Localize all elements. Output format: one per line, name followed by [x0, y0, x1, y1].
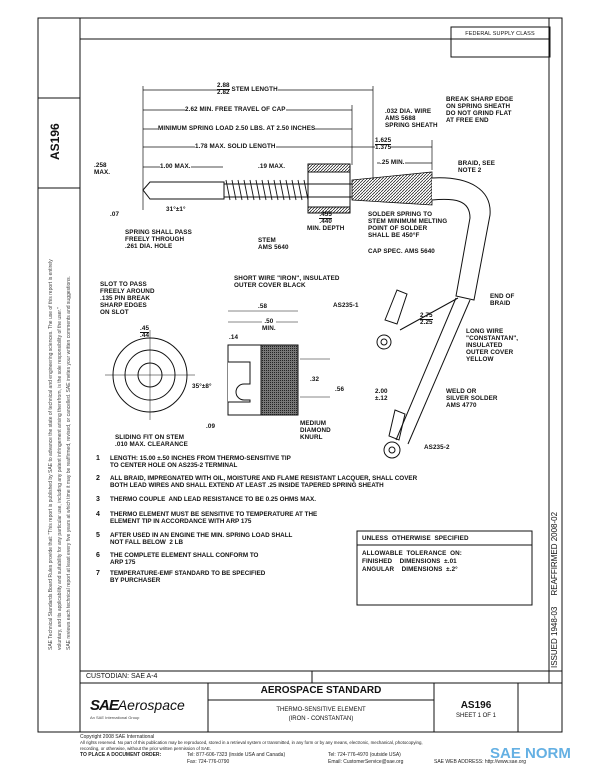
end-braid-callout: END OF BRAID: [490, 293, 515, 307]
rights-text: recording, or otherwise, without the pri…: [80, 746, 212, 751]
cap-56-dim: .56: [335, 386, 345, 393]
disclaimer-line: voluntary, and its applicability and sui…: [57, 307, 63, 650]
as235-2-callout: AS235-2: [424, 444, 450, 451]
cap-angle-dim: 35°±8°: [192, 383, 212, 390]
custodian: CUSTODIAN: SAE A-4: [86, 673, 158, 680]
knurl-callout: MEDIUM DIAMOND KNURL: [300, 420, 331, 441]
cap-section-view: [227, 310, 330, 416]
revision-strip: ISSUED 1948-03 REAFFIRMED 2008-02: [550, 511, 559, 668]
free-travel-dim: 2.62 MIN. FREE TRAVEL OF CAP: [185, 106, 286, 113]
federal-supply-box: [450, 26, 551, 58]
federal-supply-class: FEDERAL SUPPLY CLASS: [465, 31, 535, 37]
cap-32-dim: .32: [310, 376, 320, 383]
cap-09-dim: .09: [206, 423, 216, 430]
side-doc-number: AS196: [48, 123, 62, 160]
short-wire-callout: SHORT WIRE "IRON", INSULATED OUTER COVER…: [234, 275, 340, 289]
slot-callout: SLOT TO PASS FREELY AROUND .135 PIN BREA…: [100, 281, 155, 316]
sliding-fit-callout: SLIDING FIT ON STEM .010 MAX. CLEARANCE: [115, 434, 188, 448]
rights-text: All rights reserved. No part of this pub…: [80, 740, 423, 745]
long-wire-callout: LONG WIRE "CONSTANTAN", INSULATED OUTER …: [466, 328, 519, 363]
spring-load-dim: MINIMUM SPRING LOAD 2.50 LBS. AT 2.50 IN…: [158, 125, 316, 132]
email-link[interactable]: Email: CustomerService@sae.org: [328, 759, 404, 765]
watermark-logo: SAE NORM: [490, 745, 571, 762]
stem-callout: STEM AMS 5640: [258, 237, 289, 251]
solid-length-dim: 1.78 MAX. SOLID LENGTH: [195, 143, 276, 150]
tip-length-dim: 1.00 MAX.: [160, 163, 191, 170]
copyright: Copyright 2008 SAE International: [80, 734, 155, 740]
document-title: THERMO-SENSITIVE ELEMENT(IRON - CONSTANT…: [276, 707, 366, 722]
cap-end-view: [105, 330, 195, 420]
sheet-number: SHEET 1 OF 1: [456, 713, 496, 719]
order-label: TO PLACE A DOCUMENT ORDER:: [80, 752, 162, 758]
tel-inside: Tel: 877-606-7323 (inside USA and Canada…: [187, 752, 286, 758]
tolerance-line: ALLOWABLE TOLERANCE ON:: [362, 550, 462, 557]
tip-radius-dim: .07: [110, 211, 120, 218]
standard-type: AEROSPACE STANDARD: [260, 685, 382, 696]
coil-max-dim: .19 MAX.: [258, 163, 286, 170]
break-edge-callout: BREAK SHARP EDGE ON SPRING SHEATH DO NOT…: [446, 96, 514, 124]
fax: Fax: 724-776-0790: [187, 759, 230, 765]
tolerance-box: [356, 530, 533, 606]
cap-dia-dim: .45.44: [140, 325, 150, 339]
tolerance-line: FINISHED DIMENSIONS ±.01: [362, 558, 457, 565]
wire-callout: .032 DIA. WIRE AMS 5688 SPRING SHEATH: [385, 108, 438, 129]
tolerance-line: ANGULAR DIMENSIONS ±.2°: [362, 566, 458, 573]
element-side-view: [142, 163, 491, 301]
doc-number: AS196: [460, 700, 492, 711]
cap-14-dim: .14: [229, 334, 239, 341]
min-25-dim: .25 MIN.: [380, 159, 405, 166]
tolerance-header: UNLESS OTHERWISE SPECIFIED: [362, 535, 469, 542]
cap-length-dim: .58: [258, 303, 268, 310]
cap-min-dim: .50 MIN.: [262, 318, 276, 332]
sae-aerospace-logo: SAEAerospace An SAE International Group: [90, 697, 185, 720]
disclaimer-line: SAE reviews each technical report at lea…: [66, 276, 72, 650]
disclaimer-line: SAE Technical Standards Board Rules prov…: [48, 259, 54, 650]
tip-angle-dim: 31°±1°: [166, 206, 186, 213]
as235-1-callout: AS235-1: [333, 302, 359, 309]
web-link[interactable]: SAE WEB ADDRESS: http://www.sae.org: [434, 759, 526, 765]
title-block-lines: [80, 670, 562, 732]
tel-outside: Tel: 724-776-4970 (outside USA): [328, 752, 401, 758]
lead-wires: [376, 289, 471, 459]
tip-dia-dim: .258 MAX.: [94, 162, 111, 176]
solder-callout: SOLDER SPRING TO STEM MINIMUM MELTING PO…: [368, 211, 448, 239]
braid-callout: BRAID, SEE NOTE 2: [458, 160, 496, 174]
outer-frame: [37, 17, 563, 733]
weld-callout: WELD OR SILVER SOLDER AMS 4770: [446, 388, 498, 409]
cap-spec-callout: CAP SPEC. AMS 5640: [368, 248, 435, 255]
lead-short-dim: 2.00 ±.12: [375, 388, 388, 402]
spring-pass-callout: SPRING SHALL PASS FREELY THROUGH .261 DI…: [125, 229, 192, 250]
